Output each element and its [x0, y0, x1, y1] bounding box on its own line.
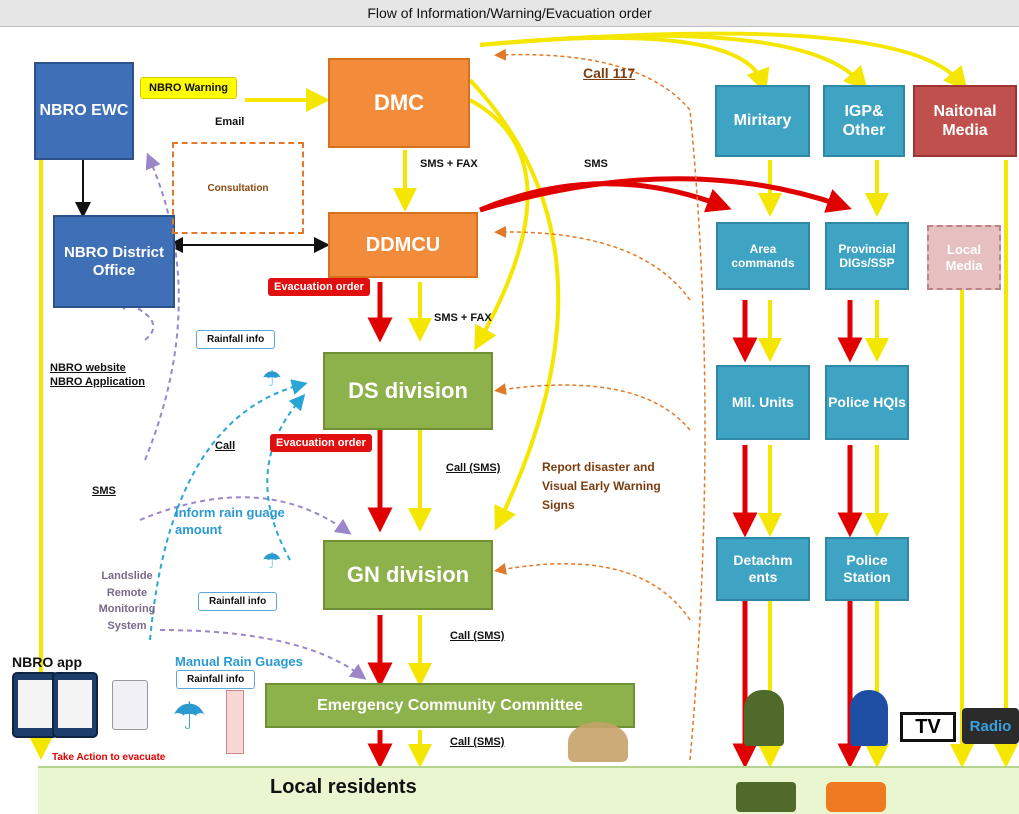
sms-top-label: SMS [584, 158, 608, 170]
military-box: Miritary [715, 85, 810, 157]
national-media-box: Naitonal Media [913, 85, 1017, 157]
inform-rain-label: Inform rain guage amount [175, 505, 285, 537]
consultation-label: Consultation [207, 182, 269, 194]
umbrella-icon: ☂ [262, 548, 282, 573]
evacuation-order-tag-2: Evacuation order [270, 434, 372, 452]
detachments-box: Detachm ents [716, 537, 810, 601]
nbro-warning-tag: NBRO Warning [140, 77, 238, 99]
radio-icon: Radio [962, 708, 1019, 744]
dmc-box: DMC [328, 58, 470, 148]
landslide-icon [568, 722, 628, 762]
ddmcu-box: DDMCU [328, 212, 478, 278]
provincial-digs-box: Provincial DIGs/SSP [825, 222, 909, 290]
rainfall-info-box-1: Rainfall info [196, 330, 276, 349]
rainfall-info-box-2: Rainfall info [198, 592, 278, 611]
emergency-community-committee-box: Emergency Community Committee [265, 683, 635, 728]
landslide-monitoring-label: Landslide Remote Monitoring System [98, 570, 156, 632]
call-sms-label-3: Call (SMS) [450, 736, 505, 748]
sms-fax-label-1: SMS + FAX [420, 158, 478, 170]
igp-other-box: IGP& Other [823, 85, 905, 157]
gn-division-box: GN division [323, 540, 493, 610]
umbrella-icon: ☂ [262, 366, 282, 391]
nbro-application-label: NBRO Application [50, 376, 145, 388]
rainfall-info-box-3: Rainfall info [176, 670, 256, 689]
title-bar [0, 0, 1019, 27]
email-label: Email [215, 116, 245, 128]
phone-icon [52, 672, 98, 738]
police-officer-icon [850, 690, 888, 746]
call-label: Call [215, 440, 236, 452]
local-residents-label: Local residents [270, 776, 417, 798]
sms-left-label: SMS [92, 485, 116, 497]
local-media-box: Local Media [927, 225, 1001, 290]
nbro-ewc-box: NBRO EWC [34, 62, 134, 160]
sms-fax-label-2: SMS + FAX [434, 312, 492, 324]
tv-label: TV [915, 715, 941, 738]
vehicle-icon [736, 782, 796, 812]
call-sms-label-2: Call (SMS) [450, 630, 505, 642]
police-hq-box: Police HQIs [825, 365, 909, 440]
call-sms-label-1: Call (SMS) [446, 462, 501, 474]
call-117-label: Call 117 [583, 65, 636, 81]
consultation-box: Consultation [172, 142, 304, 234]
nbro-district-office-box: NBRO District Office [53, 215, 175, 308]
take-action-label: Take Action to evacuate [52, 752, 166, 763]
police-car-icon [826, 782, 886, 812]
evacuation-order-tag-1: Evacuation order [268, 278, 370, 296]
rain-gauge-icon [226, 690, 244, 754]
report-disaster-label: Report disaster and Visual Early Warning… [542, 460, 661, 513]
manual-rain-gauges-label: Manual Rain Guages [175, 654, 303, 669]
phone-icon [12, 672, 58, 738]
ds-division-box: DS division [323, 352, 493, 430]
radio-label: Radio [969, 717, 1012, 735]
soldier-icon [744, 690, 784, 746]
police-station-box: Police Station [825, 537, 909, 601]
area-commands-box: Area commands [716, 222, 810, 290]
nbro-website-label: NBRO website [50, 362, 126, 374]
page-title: Flow of Information/Warning/Evacuation o… [367, 5, 652, 21]
monitoring-station-icon [112, 680, 148, 730]
tv-icon: TV [900, 712, 956, 742]
umbrella-icon: ☂ [172, 696, 207, 738]
mil-units-box: Mil. Units [716, 365, 810, 440]
nbro-app-label: NBRO app [12, 654, 82, 670]
